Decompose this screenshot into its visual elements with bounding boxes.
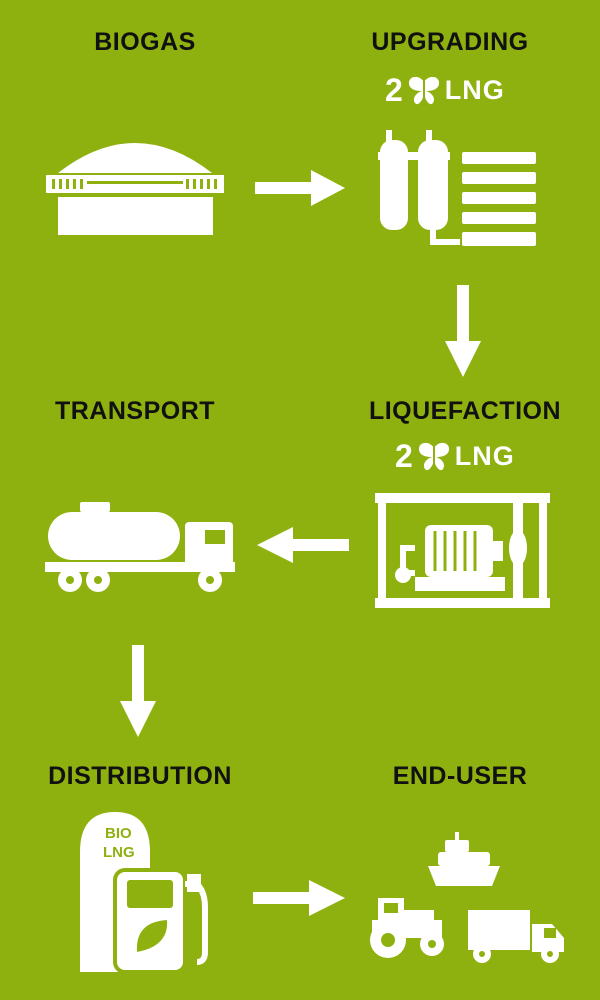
brand-text: LNG (444, 75, 505, 105)
tanker-truck-icon (45, 502, 235, 592)
arrow-transport-to-distribution (120, 645, 156, 737)
brand-logo-upgrading: 2 LNG (385, 72, 505, 109)
step-label-end-user: END-USER (392, 762, 528, 790)
liquefaction-compressor-icon (375, 493, 550, 608)
brand-number: 2 (395, 438, 413, 474)
vehicles-icon (370, 832, 564, 963)
fuel-pump-icon: BIO LNG (80, 812, 208, 974)
pump-sign-line1: BIO (105, 825, 132, 842)
step-label-biogas: BIOGAS (94, 28, 196, 56)
brand-number: 2 (385, 72, 403, 108)
arrow-distribution-to-end-user (253, 880, 345, 916)
step-label-distribution: DISTRIBUTION (48, 762, 232, 790)
arrow-upgrading-to-liquefaction (445, 285, 481, 377)
brand-text: LNG (454, 441, 515, 471)
pump-sign-line2: LNG (103, 844, 135, 861)
brand-logo-liquefaction: 2 LNG (395, 438, 515, 475)
step-label-transport: TRANSPORT (54, 397, 216, 425)
arrow-liquefaction-to-transport (257, 527, 349, 563)
gas-upgrading-unit-icon (378, 130, 536, 246)
step-label-upgrading: UPGRADING (371, 28, 529, 56)
butterfly-icon (408, 76, 439, 104)
arrow-biogas-to-upgrading (255, 170, 345, 206)
butterfly-icon (418, 442, 449, 470)
step-label-liquefaction: LIQUEFACTION (368, 397, 562, 425)
biogas-dome-icon (46, 143, 224, 235)
